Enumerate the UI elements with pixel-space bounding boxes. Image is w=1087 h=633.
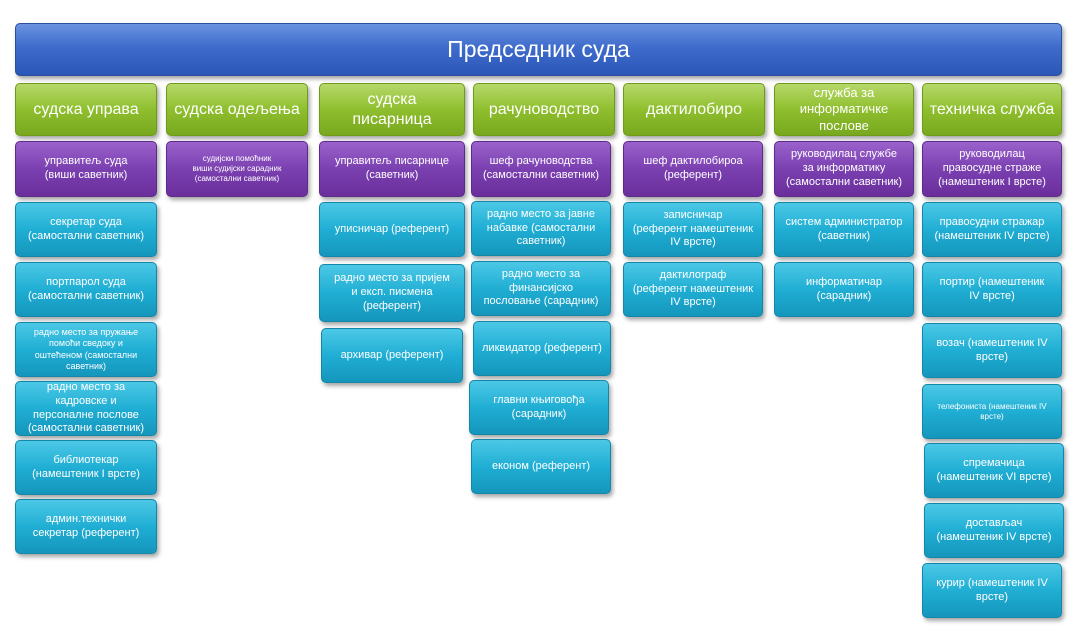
court-president-box: Председник суда [15, 23, 1062, 76]
position-box: систем администратор (саветник) [774, 202, 914, 257]
header-label: техничка служба [929, 100, 1055, 118]
position-box: архивар (референт) [321, 328, 463, 383]
position-box: курир (намештеник IV врсте) [922, 563, 1062, 618]
position-box: радно место за кадровске и персоналне по… [15, 381, 157, 436]
position-label: библиотекар (намештеник I врсте) [32, 453, 140, 480]
position-box: руководилац правосудне страже (намештени… [922, 141, 1062, 197]
position-label: записничар (референт намештеник IV врсте… [632, 208, 754, 249]
position-label: шеф рачуноводства (самостални саветник) [482, 155, 599, 181]
header-label: судска одељења [174, 100, 300, 118]
position-label: шеф дактилобироа (референт) [643, 155, 743, 181]
position-box: библиотекар (намештеник I врсте) [15, 440, 157, 495]
header-it-service: служба за информатичке послове [774, 83, 914, 136]
position-box: руководилац службе за информатику (самос… [774, 141, 914, 197]
header-technical-service: техничка служба [922, 83, 1062, 136]
position-label: информатичар (сарадник) [805, 275, 883, 302]
position-label: радно место за пријем и експ. писмена (р… [334, 272, 450, 312]
position-label: управитељ писарнице (саветник) [334, 155, 450, 181]
position-label: радно место за финансијско пословање (са… [483, 267, 599, 308]
position-label: портир (намештеник IV врсте) [939, 275, 1045, 302]
position-label: радно место за пружање помоћи сведоку и … [33, 327, 139, 371]
position-label: главни књиговођа (сарадник) [493, 393, 585, 420]
position-box: управитељ суда (виши саветник) [15, 141, 157, 197]
court-president-label: Председник суда [447, 36, 630, 63]
position-box: ликвидатор (референт) [473, 321, 611, 376]
header-label: рачуноводство [488, 100, 600, 118]
position-label: економ (референт) [491, 459, 591, 472]
position-box: портир (намештеник IV врсте) [922, 262, 1062, 317]
position-label: систем администратор (саветник) [785, 215, 903, 242]
header-court-registry: судска писарница [319, 83, 465, 136]
position-label: правосудни стражар (намештеник IV врсте) [934, 215, 1050, 242]
position-box: главни књиговођа (сарадник) [469, 380, 609, 435]
position-box: управитељ писарнице (саветник) [319, 141, 465, 197]
position-box: економ (референт) [471, 439, 611, 494]
position-box: шеф дактилобироа (референт) [623, 141, 763, 197]
header-accounting: рачуноводство [473, 83, 615, 136]
position-label: управитељ суда (виши саветник) [44, 155, 128, 181]
position-box: записничар (референт намештеник IV врсте… [623, 202, 763, 257]
position-box: шеф рачуноводства (самостални саветник) [471, 141, 611, 197]
position-label: секретар суда (самостални саветник) [27, 215, 144, 242]
position-box: достављач (намештеник IV врсте) [924, 503, 1064, 558]
position-box: админ.технички секретар (референт) [15, 499, 157, 554]
position-box: портпарол суда (самостални саветник) [15, 262, 157, 317]
position-label: телефониста (намештеник IV врсте) [937, 401, 1047, 421]
header-label: дактилобиро [646, 100, 742, 118]
position-box: спремачица (намештеник VI врсте) [924, 443, 1064, 498]
position-label: радно место за јавне набавке (самостални… [486, 207, 596, 248]
position-box: радно место за пријем и експ. писмена (р… [319, 264, 465, 322]
position-box: телефониста (намештеник IV врсте) [922, 384, 1062, 439]
position-label: уписничар (референт) [334, 222, 450, 235]
position-label: руководилац службе за информатику (самос… [785, 148, 902, 188]
position-label: админ.технички секретар (референт) [32, 512, 140, 539]
position-label: достављач (намештеник IV врсте) [936, 516, 1052, 543]
header-label: судска писарница [352, 90, 432, 128]
header-label: судска управа [33, 100, 139, 118]
position-label: ликвидатор (референт) [482, 341, 602, 354]
position-label: руководилац правосудне страже (намештени… [938, 148, 1046, 188]
position-box: радно место за пружање помоћи сведоку и … [15, 322, 157, 377]
position-box: правосудни стражар (намештеник IV врсте) [922, 202, 1062, 257]
position-box: радно место за финансијско пословање (са… [471, 261, 611, 316]
position-box: дактилограф (референт намештеник IV врст… [623, 262, 763, 317]
position-label: спремачица (намештеник VI врсте) [936, 456, 1052, 483]
position-label: радно место за кадровске и персоналне по… [27, 381, 144, 435]
position-box: уписничар (референт) [319, 202, 465, 257]
position-box: судијски помоћник виши судијски сарадник… [166, 141, 308, 197]
header-typing-office: дактилобиро [623, 83, 765, 136]
position-label: портпарол суда (самостални саветник) [27, 275, 144, 302]
position-box: секретар суда (самостални саветник) [15, 202, 157, 257]
header-court-administration: судска управа [15, 83, 157, 136]
header-court-departments: судска одељења [166, 83, 308, 136]
position-label: дактилограф (референт намештеник IV врст… [632, 268, 754, 309]
position-box: информатичар (сарадник) [774, 262, 914, 317]
header-label: служба за информатичке послове [799, 85, 889, 133]
position-label: архивар (референт) [340, 348, 444, 361]
position-label: курир (намештеник IV врсте) [936, 576, 1048, 603]
position-label: возач (намештеник IV врсте) [936, 336, 1048, 363]
position-box: радно место за јавне набавке (самостални… [471, 201, 611, 256]
position-label: судијски помоћник виши судијски сарадник… [192, 154, 282, 183]
position-box: возач (намештеник IV врсте) [922, 323, 1062, 378]
